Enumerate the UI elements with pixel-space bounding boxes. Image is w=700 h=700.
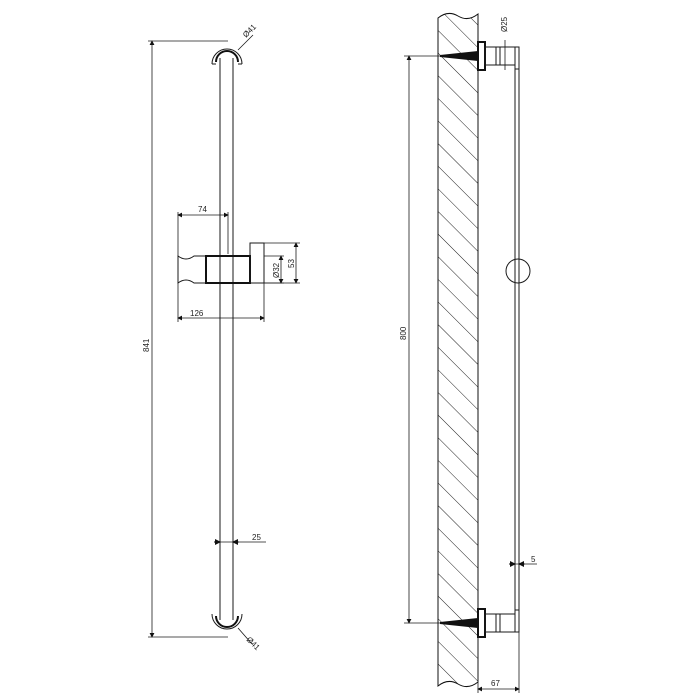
dimension-holder-hole-dia: Ø32 — [264, 255, 284, 284]
side-view: Ø25 800 5 67 — [399, 12, 537, 693]
dimension-holder-offset: 74 — [177, 205, 229, 256]
dimension-top-bracket-dia: Ø41 — [237, 22, 258, 51]
dimension-5-label: 5 — [531, 555, 536, 564]
wall-section — [437, 12, 479, 688]
holder-knob — [505, 258, 531, 284]
dimension-holder-width: 126 — [177, 283, 265, 322]
top-wall-fixing — [440, 41, 520, 71]
dimension-wall-projection: 67 — [477, 632, 520, 693]
front-view: 841 Ø41 Ø41 74 126 — [142, 22, 300, 652]
dimension-126-label: 126 — [190, 309, 204, 318]
dimension-holder-height: 53 — [264, 242, 300, 284]
dimension-rail-diameter: 25 — [214, 533, 266, 545]
dia25-label: Ø25 — [500, 16, 509, 32]
bottom-bracket — [211, 613, 243, 630]
dimension-overall-height: 841 — [142, 40, 228, 638]
dimension-53-label: 53 — [287, 259, 296, 268]
bottom-wall-fixing — [440, 608, 520, 638]
dimension-67-label: 67 — [491, 679, 500, 688]
dimension-74-label: 74 — [198, 205, 207, 214]
dimension-rail-offset: 5 — [509, 555, 537, 567]
dimension-25-label: 25 — [252, 533, 261, 542]
slide-rail — [219, 58, 234, 620]
dimension-side-bracket-dia: Ø25 — [500, 16, 509, 70]
handshower-holder — [177, 242, 265, 284]
dimension-841-label: 841 — [142, 338, 151, 352]
slide-rail-side — [505, 69, 531, 610]
dia32-label: Ø32 — [272, 262, 281, 278]
dia41-top-label: Ø41 — [241, 22, 258, 39]
dimension-fixing-centers: 800 — [399, 55, 442, 624]
dia41-bottom-label: Ø41 — [245, 635, 262, 652]
dimension-bottom-bracket-dia: Ø41 — [237, 627, 262, 652]
dimension-800-label: 800 — [399, 326, 408, 340]
top-bracket — [211, 48, 243, 65]
